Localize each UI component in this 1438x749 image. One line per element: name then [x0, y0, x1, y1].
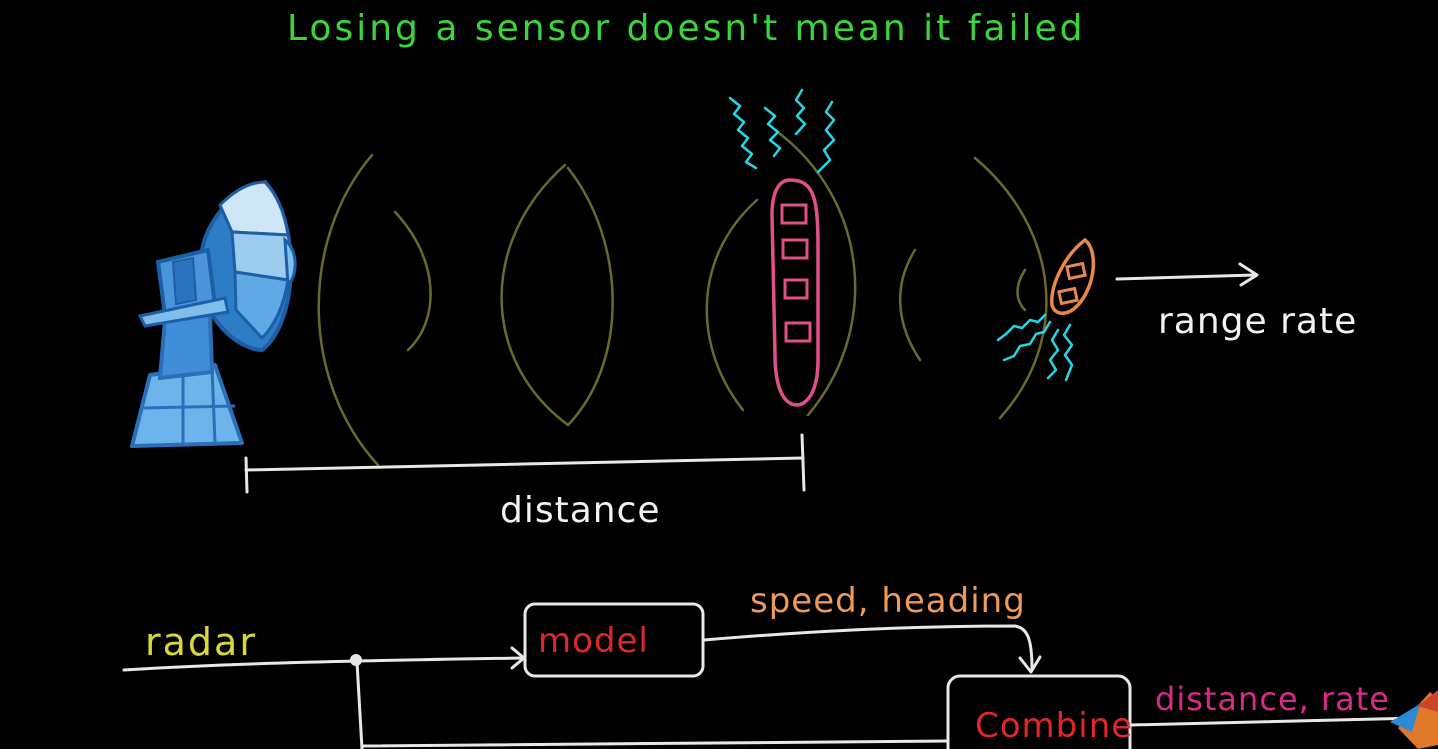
- combine-block: [946, 674, 1132, 749]
- radar-label: radar: [145, 620, 257, 664]
- title: Losing a sensor doesn't mean it failed: [287, 8, 1085, 49]
- model-to-combine-arrowhead: [1018, 655, 1042, 674]
- radar-waves: [317, 128, 1048, 467]
- combine-output-line: [1129, 716, 1422, 727]
- bypass-line: [355, 660, 364, 749]
- radar-dish-icon: [130, 179, 297, 448]
- range-rate-label: range rate: [1158, 301, 1357, 342]
- distance-bracket: [244, 433, 806, 494]
- combine-block-label: Combine: [975, 706, 1133, 746]
- corner-logo-icon: [1390, 690, 1438, 749]
- boat-wake-icon: [996, 313, 1074, 382]
- boat-icon: [1050, 237, 1096, 315]
- distance-label: distance: [500, 490, 661, 531]
- bypass-to-combine-line: [360, 739, 950, 748]
- model-block-label: model: [538, 621, 649, 661]
- range-rate-arrow: [1115, 262, 1259, 287]
- speed-heading-label: speed, heading: [750, 581, 1026, 621]
- junction-node: [350, 654, 362, 666]
- ship-icon: [770, 178, 820, 407]
- model-to-combine-line: [702, 624, 1034, 672]
- radar-signal-line: [122, 656, 524, 672]
- ship-wake-icon: [728, 88, 836, 174]
- output-label: distance, rate: [1155, 680, 1390, 718]
